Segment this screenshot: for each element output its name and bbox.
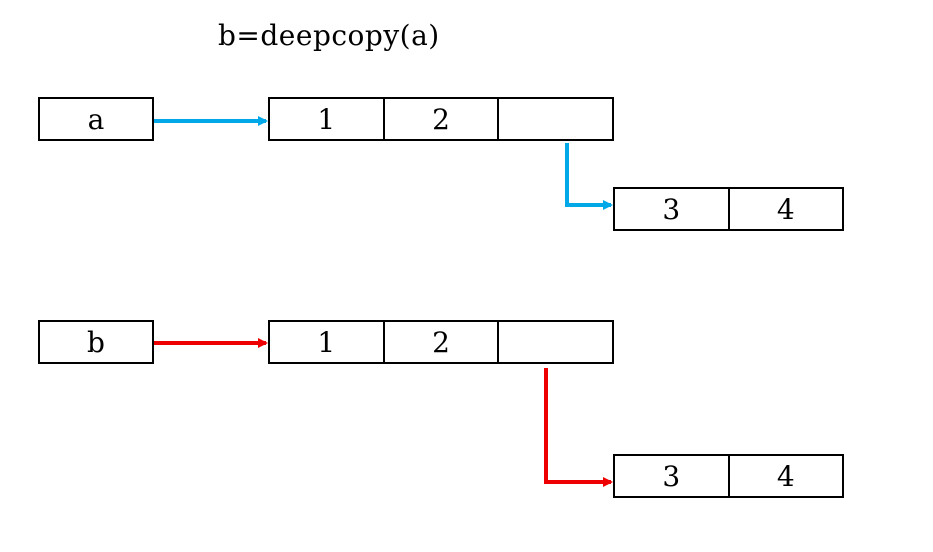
a-inner-cell-2: 4 (727, 189, 843, 229)
b-inner-cell-1: 3 (662, 459, 681, 493)
a-outer-list: 1 2 (268, 97, 614, 141)
variable-a-box: a (38, 97, 154, 141)
variable-a-label: a (87, 102, 105, 136)
variable-b-label: b (87, 325, 105, 359)
b-inner-list: 3 4 (613, 454, 844, 498)
a-outer-cell-ref (497, 99, 612, 139)
b-outer-list: 1 2 (268, 320, 614, 364)
b-outer-cell-1: 1 (317, 325, 336, 359)
b-outer-cell-2: 2 (382, 322, 498, 362)
b-outer-cell-ref (497, 322, 612, 362)
arrow-b-list-to-inner (544, 368, 613, 487)
a-inner-list: 3 4 (613, 187, 844, 231)
a-inner-cell-1: 3 (662, 192, 681, 226)
arrow-a-list-to-inner (565, 143, 613, 210)
a-outer-cell-1: 1 (317, 102, 336, 136)
variable-b-box: b (38, 320, 154, 364)
b-inner-cell-2: 4 (727, 456, 843, 496)
title: b=deepcopy(a) (218, 19, 440, 52)
a-outer-cell-2: 2 (382, 99, 498, 139)
